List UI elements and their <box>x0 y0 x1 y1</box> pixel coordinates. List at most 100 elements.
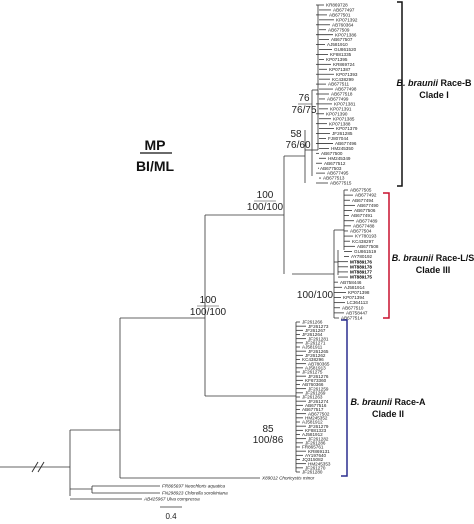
leaf-label: MT889178 <box>350 264 372 269</box>
leaf-label: JF261262 <box>305 353 326 358</box>
leaf-label: KR869728 <box>326 3 348 8</box>
leaf-label: AB760364 <box>332 22 354 27</box>
support-100-biml: 100/100 <box>247 202 284 213</box>
leaf-label: AB677489 <box>356 218 378 223</box>
leaf-label: AB677488 <box>353 223 375 228</box>
leaf-label: AB760366 <box>302 382 324 387</box>
leaf-label: AB677499 <box>327 97 349 102</box>
leaf-label: FN298923 Chlorella sorokiniana <box>162 491 228 496</box>
leaf-label: AB677514 <box>341 316 363 321</box>
leaf-label: AB677506 <box>354 208 376 213</box>
leaf-label: AB677515 <box>330 181 352 186</box>
leaf-label: GU861520 <box>334 47 357 52</box>
leaf-label: GU861519 <box>354 249 377 254</box>
svg-text:Clade III: Clade III <box>416 265 451 275</box>
leaf-label: AB677512 <box>324 161 346 166</box>
support-85-biml: 100/86 <box>253 435 284 446</box>
leaf-label: KR869131 <box>308 449 330 454</box>
leaf-label: KF673360 <box>305 378 327 383</box>
leaf-label: AB677501 <box>329 12 351 17</box>
clade-label-race-a: B. braunii Race-A Clade II <box>350 397 426 419</box>
leaf-label: JF261275 <box>302 370 323 375</box>
leaf-label: JF261282 <box>308 436 329 441</box>
leaf-label: JF261270 <box>305 465 326 470</box>
leaf-label: AB758446 <box>340 280 362 285</box>
leaf-label: AB677511 <box>328 82 350 87</box>
leaf-label: HM245350 <box>331 146 354 151</box>
leaf-label: JF261259 <box>308 386 329 391</box>
support-76-mp: 76 <box>298 93 310 104</box>
leaf-label: KP071381 <box>334 101 356 106</box>
leaf-label: JF261265 <box>308 349 329 354</box>
leaf-label: KC438299 <box>332 77 354 82</box>
leaf-label: AB677505 <box>350 188 372 193</box>
leaf-label: AB677490 <box>357 203 379 208</box>
support-100-mp: 100 <box>257 190 274 201</box>
leaf-label: AB677508 <box>357 244 379 249</box>
leaf-label: KF881335 <box>330 52 352 57</box>
support-58-biml: 76/60 <box>285 140 310 151</box>
leaf-label: AB677513 <box>323 176 345 181</box>
leaf-label: AB677498 <box>335 87 357 92</box>
leaf-label: AB677500 <box>321 151 343 156</box>
leaf-label: KP071390 <box>326 111 348 116</box>
leaf-label: AJ581914 <box>344 285 365 290</box>
leaf-label: MT889176 <box>350 259 372 264</box>
leaf-label: HM245353 <box>308 461 331 466</box>
leaf-label: AB677507 <box>331 37 353 42</box>
leaf-label: AB677518 <box>331 92 353 97</box>
leaf-label: AY197640 <box>305 453 327 458</box>
leaf-label: AB677496 <box>335 141 357 146</box>
leaf-label: JF261276 <box>308 374 329 379</box>
legend-bi-ml: BI/ML <box>136 158 175 174</box>
scale-bar-label: 0.4 <box>165 512 177 521</box>
svg-text:Clade I: Clade I <box>419 90 449 100</box>
leaf-label: AB780365 <box>308 361 330 366</box>
leaf-label: AB677497 <box>333 8 355 13</box>
leaf-label: AB677491 <box>351 213 373 218</box>
branch-break-mark <box>31 461 45 473</box>
leaf-label: KF881323 <box>305 428 327 433</box>
leaf-label: KC438296 <box>302 357 324 362</box>
leaf-label: FR865697 Neochloris aquatica <box>162 484 226 489</box>
leaf-label: KP071388 <box>329 121 351 126</box>
leaf-label: KP071391 <box>330 106 352 111</box>
leaf-label: AY780192 <box>351 254 373 259</box>
leaf-label: KP071387 <box>329 67 351 72</box>
leaf-label: AB758447 <box>346 310 368 315</box>
clade-bracket-race-b <box>397 1 403 187</box>
leaf-label: AB677504 <box>350 229 372 234</box>
leaf-label: KP071393 <box>336 72 358 77</box>
leaf-label: FJ807044 <box>328 136 349 141</box>
leaf-label: AB677509 <box>328 27 350 32</box>
leaf-label: JF261273 <box>308 324 329 329</box>
leaf-label: JF261274 <box>308 399 329 404</box>
leaf-label: KP071386 <box>335 32 357 37</box>
leaf-label: LC364113 <box>347 300 368 305</box>
support-raceLS-biml: 100/100 <box>297 290 334 301</box>
leaf-label: AJ581910 <box>327 42 348 47</box>
leaf-label: KP071385 <box>333 116 355 121</box>
leaf-label: AB677494 <box>352 198 374 203</box>
leaf-label: JF261263 <box>302 395 323 400</box>
leaf-label: KP071392 <box>336 17 358 22</box>
backbone-branches <box>0 4 355 500</box>
leaf-label: JF261285 <box>332 131 353 136</box>
clade-bracket-race-a <box>341 319 348 477</box>
svg-text:Clade II: Clade II <box>372 409 404 419</box>
leaf-label: KP071398 <box>348 290 370 295</box>
leaf-label: AB677516 <box>305 403 327 408</box>
svg-text:B. braunii Race-L/S: B. braunii Race-L/S <box>392 253 474 263</box>
leaf-label: JF261279 <box>308 424 329 429</box>
leaf-label: KY780193 <box>355 234 377 239</box>
support-root-mp: 100 <box>200 295 217 306</box>
leaf-label: JF261269 <box>305 390 326 395</box>
leaf-label: AJ581912 <box>302 432 323 437</box>
support-root-biml: 100/100 <box>190 307 227 318</box>
leaf-label: AB677495 <box>327 171 349 176</box>
leaf-label: AJ581912 <box>302 420 323 425</box>
legend-mp: MP <box>145 137 166 153</box>
leaf-label: X89012 Choricystis minor <box>261 476 315 481</box>
leaf-label: AB677510 <box>342 305 364 310</box>
